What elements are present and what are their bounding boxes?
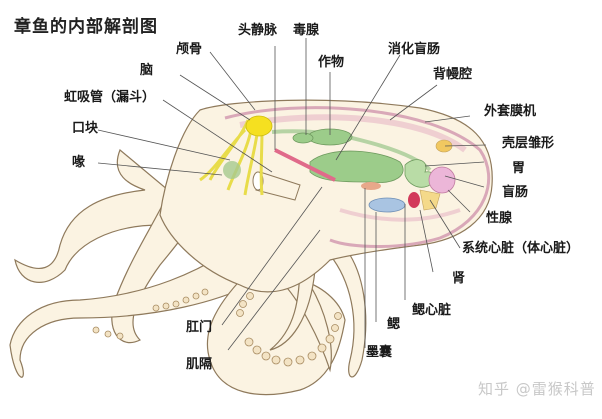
gonad-organ — [428, 166, 456, 194]
label-poison-gland: 毒腺 — [293, 23, 320, 38]
head-vein-tube — [274, 148, 336, 182]
label-branchial-heart: 鳃心脏 — [412, 303, 452, 318]
watermark: 知乎 @雷猴科普 — [478, 380, 596, 398]
label-lines — [97, 38, 487, 351]
label-cranium: 颅骨 — [176, 42, 203, 57]
label-shell-cone: 壳层雏形 — [502, 136, 555, 151]
label-kidney: 肾 — [452, 271, 466, 286]
label-septum: 肌隔 — [186, 357, 213, 372]
diagram-title: 章鱼的内部解剖图 — [14, 17, 158, 37]
label-anus: 肛门 — [186, 320, 213, 335]
branchial-heart-organ — [408, 192, 420, 208]
label-dorsal-mantle-cavity: 背幔腔 — [433, 67, 473, 82]
label-ink-sac: 墨囊 — [366, 345, 393, 360]
nervous-system — [199, 115, 273, 196]
label-brain: 脑 — [140, 63, 154, 78]
label-gill: 鳃 — [387, 317, 401, 332]
label-siphon: 虹吸管（漏斗） — [64, 90, 156, 105]
suckers — [92, 288, 342, 367]
label-caecum: 盲肠 — [502, 185, 529, 200]
label-digestive-caecum: 消化盲肠 — [388, 42, 441, 57]
label-outer-mantle: 外套膜机 — [484, 104, 537, 119]
label-systemic-heart: 系统心脏（体心脏） — [462, 241, 580, 256]
label-beak: 喙 — [72, 155, 86, 170]
label-crop: 作物 — [318, 55, 345, 70]
gill-organ — [368, 197, 406, 213]
label-gonad: 性腺 — [486, 211, 513, 226]
ink-sac-organ — [361, 182, 381, 190]
label-head-vein: 头静脉 — [238, 23, 278, 38]
label-stomach: 胃 — [512, 161, 526, 176]
digestive-gland — [309, 150, 404, 183]
brain-organ — [245, 115, 273, 137]
label-buccal-mass: 口块 — [72, 121, 99, 136]
